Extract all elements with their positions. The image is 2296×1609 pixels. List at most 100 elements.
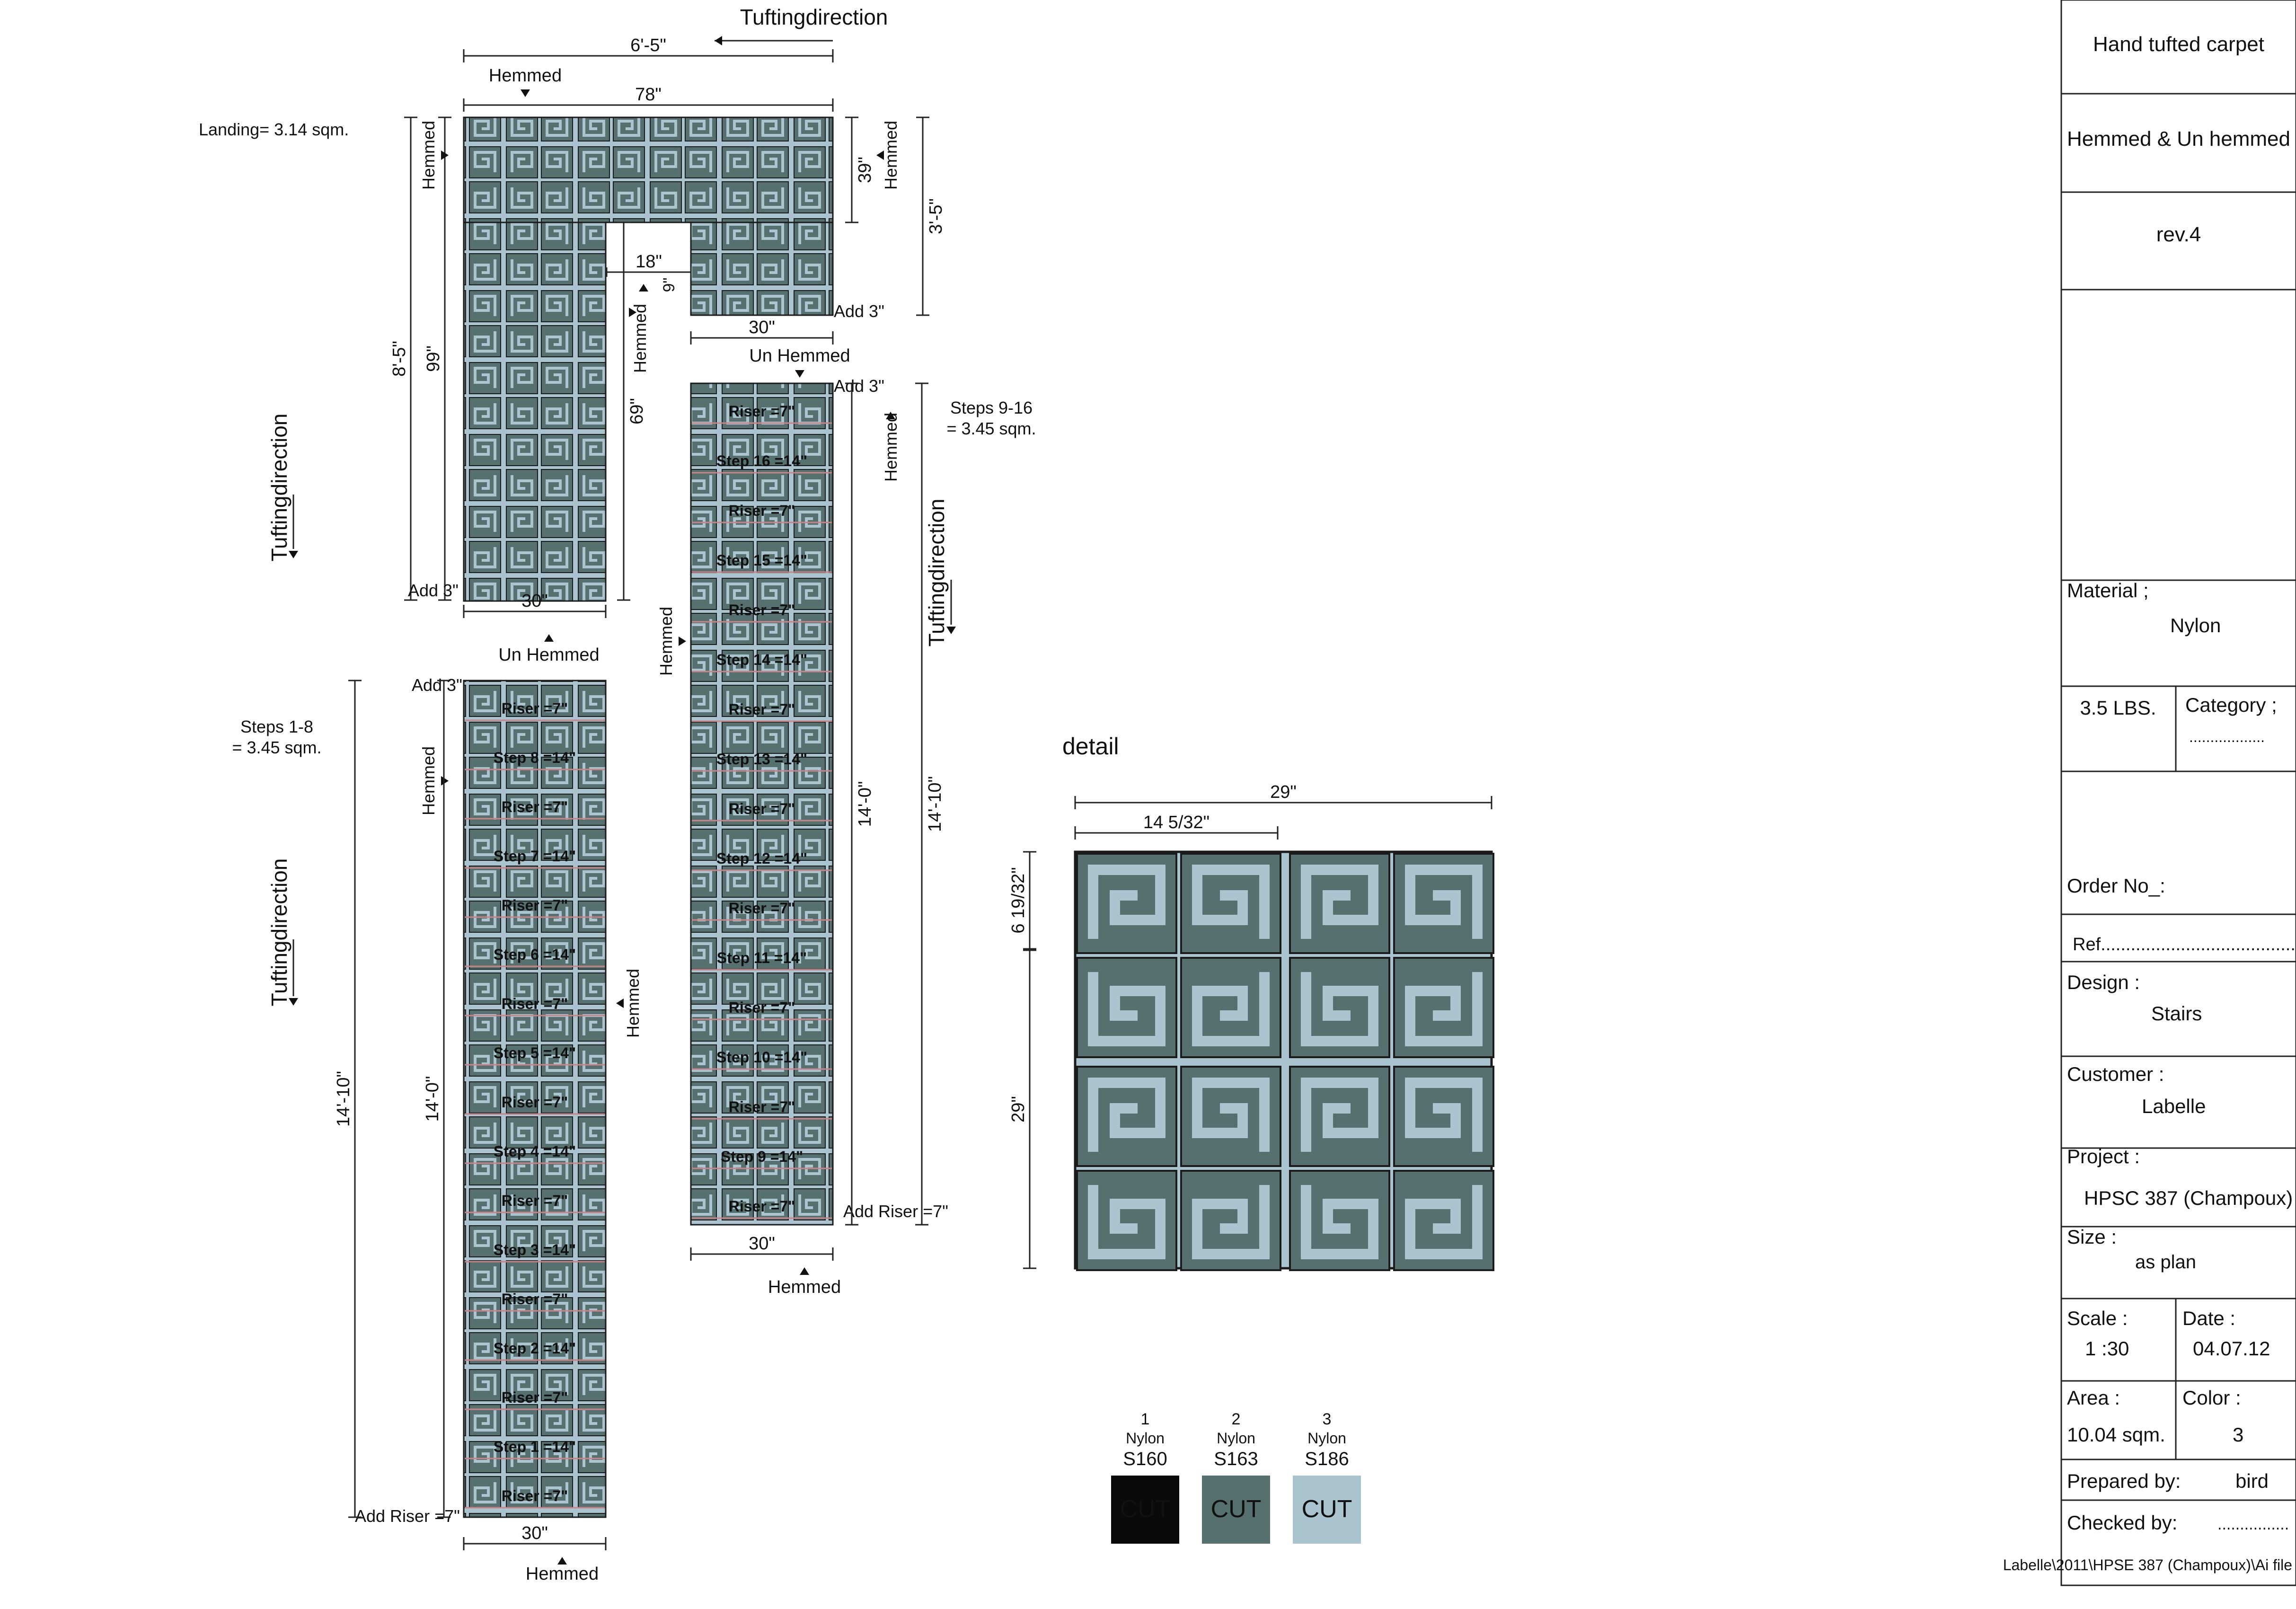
steps-9-16-annotation-2: Riser =7" [729, 502, 795, 519]
detail-title: detail [1062, 733, 1119, 760]
tb-project-value: HPSC 387 (Champoux) [2084, 1187, 2293, 1209]
landing-width-in-label: 78" [635, 85, 662, 105]
landing-notch-w-label: 18" [636, 252, 662, 272]
detail-key-path-2-2 [1088, 1185, 1166, 1259]
steps-1-8-annotation-8: Riser =7" [502, 1094, 568, 1111]
steps-9-16-annotation-11: Step 11 =14" [717, 949, 807, 966]
tb-weight: 3.5 LBS. [2080, 697, 2156, 719]
landing-notch-h: 9" [660, 278, 678, 292]
landing-tufting-arrow [289, 551, 298, 558]
steps-9-16-tufting: Tuftingdirection [924, 499, 949, 647]
swatch-2-material: Nylon [1217, 1430, 1255, 1447]
landing-add-bottom: Add 3" [408, 581, 459, 600]
steps-1-8-tufting: Tuftingdirection [267, 858, 291, 1007]
detail-key-path-1-0 [1301, 865, 1378, 939]
detail-key-path-2-3 [1192, 1185, 1270, 1259]
steps-1-8-hemmed-left: Hemmed [419, 746, 438, 815]
steps-9-16-annotation-3: Step 15 =14" [716, 552, 807, 569]
landing-hemmed-top: Hemmed [489, 66, 562, 86]
steps-1-8-hemmed-bottom-arrow [557, 1557, 567, 1565]
landing-height-in-label: 99" [424, 345, 443, 372]
steps-1-8-area-2: = 3.45 sqm. [232, 738, 321, 757]
steps-1-8-annotation-15: Step 1 =14" [494, 1438, 576, 1455]
steps-1-8-annotation-0: Riser =7" [502, 700, 568, 717]
detail-key-path-3-2 [1301, 1185, 1378, 1259]
steps-1-8-annotation-10: Riser =7" [502, 1192, 568, 1209]
steps-1-8-area-1: Steps 1-8 [240, 717, 313, 736]
steps-9-16-annotation-15: Step 9 =14" [721, 1148, 803, 1165]
tb-area-label: Area : [2067, 1387, 2120, 1409]
tb-checked-value: ................ [2217, 1515, 2289, 1533]
steps-1-8-len-inner-label: 14'-0" [423, 1076, 442, 1122]
landing-right-in-label: 39" [855, 157, 875, 183]
swatch-2-chip [1202, 1476, 1270, 1544]
top-tufting-arrow [715, 36, 722, 45]
tb-prepared-label: Prepared by: [2067, 1470, 2181, 1492]
landing-hemmed-inner: Hemmed [630, 304, 650, 373]
swatch-3-label: CUT [1302, 1495, 1352, 1523]
tb-date-label: Date : [2182, 1307, 2235, 1329]
title-block-frame [2060, 0, 2296, 1586]
tb-color-label: Color : [2182, 1387, 2241, 1409]
landing-hemmed-inner-arrow [639, 284, 648, 292]
steps-9-16-len-outer-label: 14'-10" [925, 776, 945, 832]
landing-right-tab [690, 221, 834, 316]
steps-9-16-annotation-7: Step 13 =14" [716, 751, 807, 768]
tb-product: Hand tufted carpet [2093, 33, 2264, 56]
steps-9-16-annotation-12: Riser =7" [729, 999, 795, 1016]
tb-customer-label: Customer : [2067, 1063, 2164, 1085]
swatch-1-label: CUT [1120, 1495, 1171, 1523]
steps-1-8-runner [463, 680, 607, 1518]
steps-1-8-width-label: 30" [521, 1523, 548, 1543]
tb-size-label: Size : [2067, 1226, 2117, 1248]
swatch-3-material: Nylon [1307, 1430, 1346, 1447]
detail-key-path-2-1 [1192, 1078, 1270, 1152]
steps-1-8-annotation-6: Riser =7" [502, 995, 568, 1012]
tb-checked-label: Checked by: [2067, 1512, 2177, 1534]
landing-right-ft-label: 3'-5" [926, 198, 946, 234]
steps-1-8-tufting-arrow [289, 998, 298, 1006]
tb-scale-value: 1 :30 [2085, 1337, 2129, 1360]
steps-9-16-annotation-9: Step 12 =14" [716, 850, 807, 867]
tb-scale-label: Scale : [2067, 1307, 2128, 1329]
detail-key-path-3-3 [1405, 1185, 1483, 1259]
detail-key-path-2-0 [1088, 1078, 1166, 1152]
landing-top-band [463, 116, 834, 223]
steps-9-16-annotation-10: Riser =7" [729, 900, 795, 917]
detail-key-path-0-3 [1192, 972, 1270, 1046]
landing-area-label: Landing= 3.14 sqm. [199, 120, 349, 139]
steps-1-8-annotation-14: Riser =7" [502, 1389, 568, 1406]
steps-1-8-annotation-5: Step 6 =14" [494, 946, 576, 963]
steps-9-16-area-2: = 3.45 sqm. [946, 419, 1036, 438]
tb-category-value: .................. [2189, 728, 2265, 745]
steps-9-16-len-inner-label: 14'-0" [855, 781, 875, 827]
tb-revision: rev.4 [2156, 223, 2201, 246]
swatch-2-label: CUT [1211, 1495, 1262, 1523]
steps-1-8-hemmed-right-arrow [616, 999, 624, 1008]
detail-height-dim-label: 29" [1008, 1096, 1028, 1123]
steps-1-8-hemmed-left-arrow [441, 776, 449, 786]
swatch-1-code: S160 [1123, 1449, 1167, 1469]
tb-category-label: Category ; [2185, 694, 2277, 716]
swatch-3-code: S186 [1305, 1449, 1349, 1469]
detail-key-path-0-1 [1192, 865, 1270, 939]
detail-half-width-dim-label: 14 5/32" [1143, 813, 1210, 832]
swatch-2-number: 2 [1232, 1410, 1241, 1428]
landing-left-leg [463, 221, 607, 602]
steps-9-16-annotation-8: Riser =7" [729, 800, 795, 817]
steps-1-8-annotation-2: Riser =7" [502, 798, 568, 815]
landing-hemmed-inner-arrow2 [629, 308, 636, 317]
swatch-1-number: 1 [1141, 1410, 1150, 1428]
detail-key-path-1-1 [1405, 865, 1483, 939]
steps-1-8-annotation-12: Riser =7" [502, 1291, 568, 1308]
steps-1-8-un-hemmed: Un Hemmed [498, 645, 599, 665]
tb-file-path: Labelle\2011\HPSE 387 (Champoux)\Ai file [2003, 1556, 2292, 1574]
tb-design-value: Stairs [2151, 1002, 2202, 1025]
steps-1-8-hemmed-right: Hemmed [623, 969, 643, 1038]
detail-key-path-3-1 [1405, 1078, 1483, 1152]
detail-key-path-1-3 [1405, 972, 1483, 1046]
steps-1-8-annotation-4: Riser =7" [502, 897, 568, 914]
swatch-3-chip [1293, 1476, 1361, 1544]
landing-hemmed-left-arrow [441, 150, 449, 160]
